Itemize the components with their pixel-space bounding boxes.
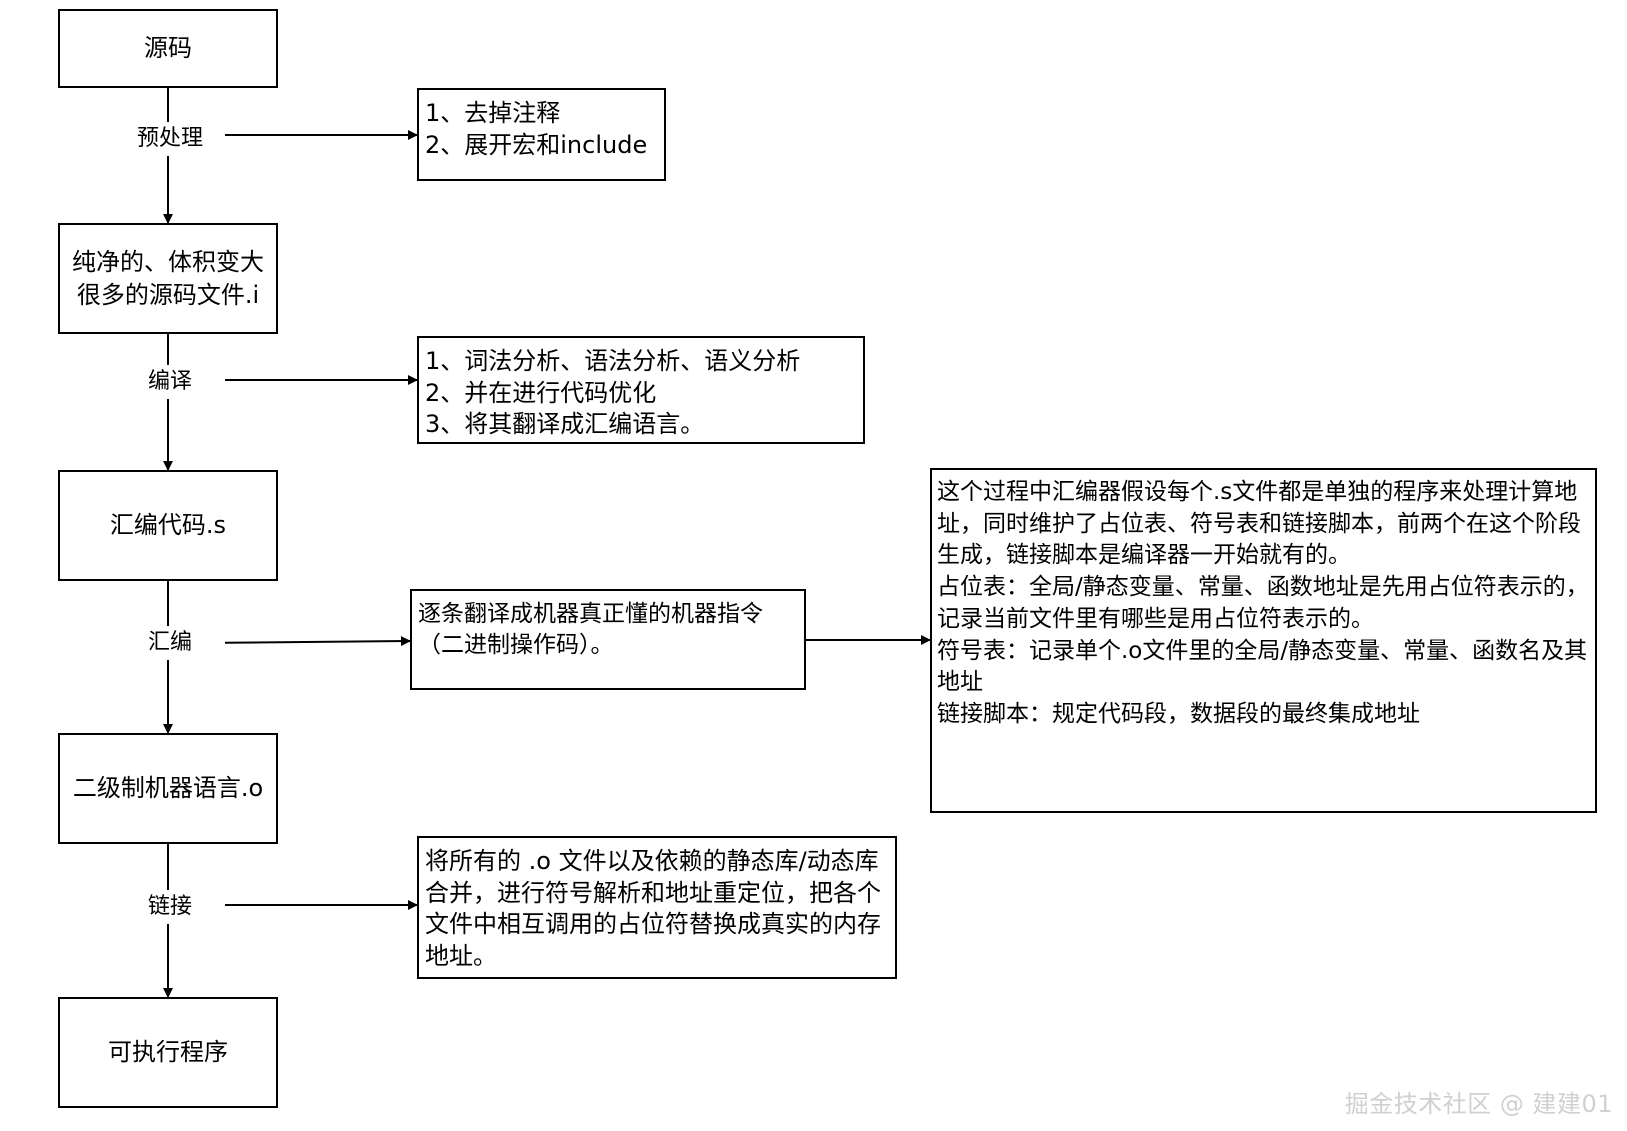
note-preprocess-line-2: 2、展开宏和include	[425, 130, 648, 159]
note-preprocess-line-1: 1、去掉注释	[425, 99, 561, 127]
note-assemble: 逐条翻译成机器真正懂的机器指令（二进制操作码）。	[410, 589, 806, 690]
stage-object: 二级制机器语言.o	[58, 733, 278, 844]
note-assemble-text: 逐条翻译成机器真正懂的机器指令（二进制操作码）。	[418, 601, 763, 658]
stage-assembly-label: 汇编代码.s	[109, 511, 227, 539]
note-assembler-detail: 这个过程中汇编器假设每个.s文件都是单独的程序来处理计算地址，同时维护了占位表、…	[930, 468, 1597, 813]
step-label-preprocess: 预处理	[115, 122, 225, 156]
note-preprocess: 1、去掉注释 2、展开宏和include	[417, 88, 666, 181]
stage-source: 源码	[58, 9, 278, 88]
step-label-compile: 编译	[115, 365, 225, 399]
stage-preprocessed-line-2: 很多的源码文件.i	[76, 280, 260, 309]
note-assembler-detail-symbol-table: 符号表：记录单个.o文件里的全局/静态变量、常量、函数名及其地址	[937, 637, 1588, 696]
watermark: 掘金技术社区 @ 建建01	[1344, 1090, 1613, 1118]
stage-object-label: 二级制机器语言.o	[72, 774, 264, 802]
step-label-link: 链接	[115, 890, 225, 924]
stage-assembly: 汇编代码.s	[58, 470, 278, 581]
note-compile-line-3: 3、将其翻译成汇编语言。	[425, 410, 705, 438]
stage-preprocessed-line-1: 纯净的、体积变大	[72, 247, 264, 276]
stage-executable-label: 可执行程序	[108, 1038, 228, 1066]
arrow-assemble-to-note	[194, 636, 411, 647]
stage-source-label: 源码	[144, 34, 192, 62]
note-compile-line-2: 2、并在进行代码优化	[425, 378, 657, 407]
note-assembler-detail-paragraph-1: 这个过程中汇编器假设每个.s文件都是单独的程序来处理计算地址，同时维护了占位表、…	[937, 479, 1581, 569]
note-assembler-detail-placeholder-table: 占位表：全局/静态变量、常量、函数地址是先用占位符表示的，记录当前文件里有哪些是…	[937, 574, 1589, 632]
note-compile-line-1: 1、词法分析、语法分析、语义分析	[425, 347, 801, 375]
stage-executable: 可执行程序	[58, 997, 278, 1108]
note-link-text: 将所有的 .o 文件以及依赖的静态库/动态库合并，进行符号解析和地址重定位，把各…	[425, 847, 881, 970]
step-label-assemble: 汇编	[115, 626, 225, 660]
stage-preprocessed: 纯净的、体积变大 很多的源码文件.i	[58, 223, 278, 334]
note-compile: 1、词法分析、语法分析、语义分析 2、并在进行代码优化 3、将其翻译成汇编语言。	[417, 336, 865, 444]
note-link: 将所有的 .o 文件以及依赖的静态库/动态库合并，进行符号解析和地址重定位，把各…	[417, 836, 897, 979]
note-assembler-detail-link-script: 链接脚本：规定代码段，数据段的最终集成地址	[937, 700, 1420, 727]
